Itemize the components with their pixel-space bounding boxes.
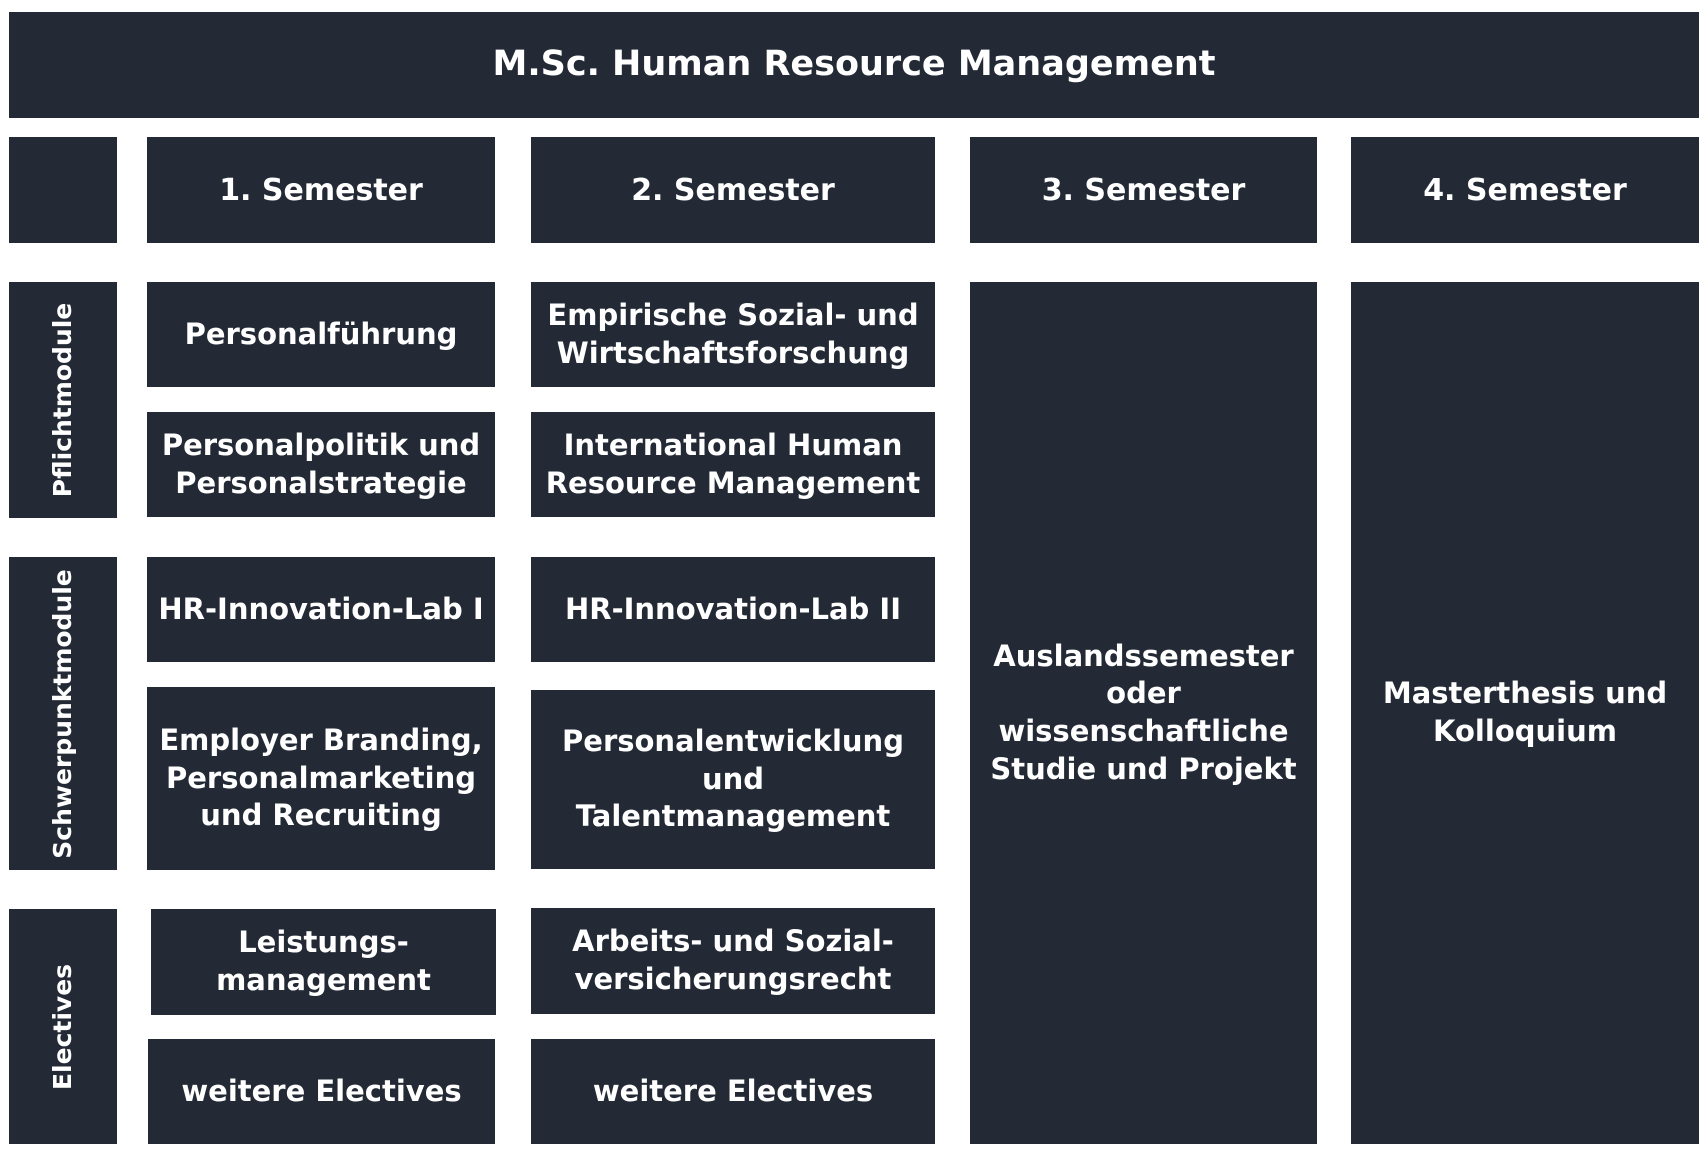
category-pflichtmodule: Pflichtmodule	[9, 282, 117, 518]
module-arbeitsrecht: Arbeits- und Sozial- versicherungsrecht	[531, 908, 935, 1014]
module-personalentwicklung: Personalentwicklung und Talentmanagement	[531, 690, 935, 869]
category-schwerpunktmodule: Schwerpunktmodule	[9, 557, 117, 870]
module-masterthesis: Masterthesis und Kolloquium	[1351, 282, 1699, 1144]
page-title-text: M.Sc. Human Resource Management	[492, 44, 1216, 85]
module-leistungsmanagement: Leistungs- management	[151, 909, 496, 1015]
module-personalpolitik: Personalpolitik und Personalstrategie	[147, 412, 495, 517]
module-empirische-forschung: Empirische Sozial- und Wirtschaftsforsch…	[531, 282, 935, 387]
semester-3-header: 3. Semester	[970, 137, 1317, 243]
module-international-hrm: International Human Resource Management	[531, 412, 935, 517]
module-auslandssemester: Auslandssemester oder wissenschaftliche …	[970, 282, 1317, 1144]
page-title: M.Sc. Human Resource Management	[9, 12, 1699, 118]
module-weitere-electives-1: weitere Electives	[148, 1039, 495, 1144]
module-personalfuehrung: Personalführung	[147, 282, 495, 387]
module-employer-branding: Employer Branding, Personalmarketing und…	[147, 687, 495, 870]
semester-4-header: 4. Semester	[1351, 137, 1699, 243]
corner-cell	[9, 137, 117, 243]
semester-2-header: 2. Semester	[531, 137, 935, 243]
category-electives: Electives	[9, 909, 117, 1144]
module-hr-innovation-lab-2: HR-Innovation-Lab II	[531, 557, 935, 662]
semester-1-header: 1. Semester	[147, 137, 495, 243]
module-weitere-electives-2: weitere Electives	[531, 1039, 935, 1144]
module-hr-innovation-lab-1: HR-Innovation-Lab I	[147, 557, 495, 662]
